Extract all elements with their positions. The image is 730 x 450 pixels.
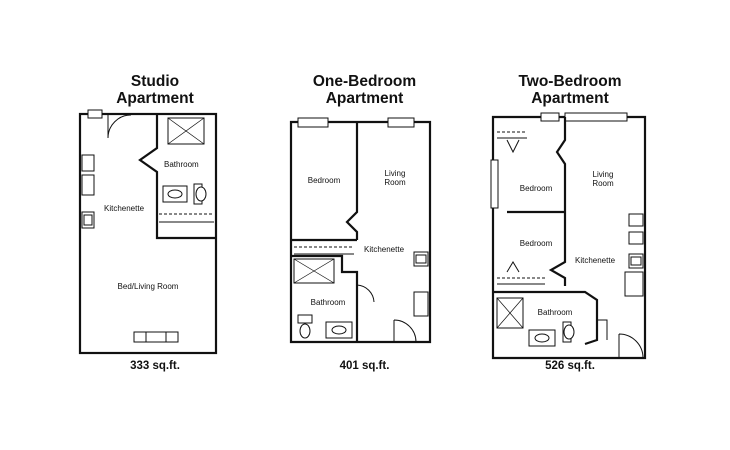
one-bedroom-title-line1: One-Bedroom (312, 73, 417, 90)
two-bedroom-label-bedroom-2: Bedroom (520, 239, 553, 248)
one-bedroom-label-living-1: Living (385, 169, 406, 178)
studio-label-bed-living: Bed/Living Room (118, 282, 179, 291)
studio-bathroom-wall (138, 114, 216, 240)
studio-area: 333 sq.ft. (130, 360, 180, 372)
one-bedroom-bath-door (356, 284, 375, 303)
studio-window-top (87, 109, 103, 119)
one-bedroom-outer-wall (289, 120, 432, 344)
studio-label-bathroom: Bathroom (164, 160, 199, 169)
studio-window-bottom (133, 331, 179, 343)
two-bedroom-label-bathroom: Bathroom (538, 308, 573, 317)
two-bedroom-plan: Two-Bedroom Apartment (485, 0, 655, 450)
two-bedroom-title: Two-Bedroom Apartment (485, 73, 655, 107)
two-bedroom-partition-lower (548, 212, 567, 286)
one-bedroom-label-kitchenette: Kitchenette (364, 245, 405, 254)
two-bedroom-label-living-1: Living (593, 170, 614, 179)
studio-title-line1: Studio (130, 73, 180, 90)
one-bedroom-entry-door (393, 319, 417, 343)
one-bedroom-toilet (299, 323, 311, 339)
two-bedroom-partition-upper (555, 117, 567, 212)
two-bedroom-window-1 (540, 112, 560, 122)
two-bedroom-window-3 (490, 159, 499, 209)
studio-floorplan: Bathroom Kitchenette Bed/Living Room (78, 109, 218, 355)
two-bedroom-area: 526 sq.ft. (545, 360, 595, 372)
two-bedroom-fridge (624, 271, 644, 297)
two-bedroom-label-kitchenette: Kitchenette (575, 256, 616, 265)
one-bedroom-bathroom-wall (291, 254, 359, 342)
studio-appliance-1 (81, 154, 95, 172)
two-bedroom-title-line1: Two-Bedroom (518, 73, 622, 90)
two-bedroom-entry-door (618, 333, 644, 359)
studio-entry-door (107, 114, 132, 139)
studio-appliance-2 (81, 174, 95, 196)
one-bedroom-toilet-tank (297, 314, 313, 324)
one-bedroom-label-bedroom: Bedroom (308, 176, 341, 185)
one-bedroom-sink (331, 325, 347, 335)
studio-label-kitchenette: Kitchenette (104, 204, 145, 213)
one-bedroom-window-1 (297, 117, 329, 128)
studio-toilet (195, 186, 207, 202)
one-bedroom-window-2 (387, 117, 415, 128)
two-bedroom-appliance-2 (628, 231, 644, 245)
one-bedroom-title-line2: Apartment (325, 90, 404, 107)
two-bedroom-label-bedroom-1: Bedroom (520, 184, 553, 193)
two-bedroom-window-2 (564, 112, 628, 122)
two-bedroom-bathroom-wall (493, 290, 599, 346)
two-bedroom-closet-door-1 (506, 139, 520, 154)
two-bedroom-bath-door (597, 319, 608, 340)
one-bedroom-fridge (413, 291, 429, 317)
one-bedroom-label-bathroom: Bathroom (311, 298, 346, 307)
two-bedroom-closet-door-2 (506, 261, 520, 273)
two-bedroom-label-living-2: Room (592, 179, 614, 188)
one-bedroom-label-living-2: Room (384, 178, 406, 187)
one-bedroom-plan: One-Bedroom Apartment Bedroom (282, 0, 447, 450)
studio-title: Studio Apartment (60, 73, 250, 107)
two-bedroom-sink (534, 333, 550, 343)
one-bedroom-partition (345, 122, 359, 240)
two-bedroom-title-line2: Apartment (531, 90, 609, 107)
studio-plan: Studio Apartment Bathroom Kitche (60, 0, 250, 450)
two-bedroom-toilet (563, 324, 575, 340)
studio-sink (167, 189, 183, 199)
two-bedroom-floorplan: Bedroom Bedroom Living Room Kitchenette … (490, 112, 647, 360)
studio-outer-wall (78, 112, 218, 355)
two-bedroom-appliance-1 (628, 213, 644, 227)
one-bedroom-title: One-Bedroom Apartment (282, 73, 447, 107)
studio-title-line2: Apartment (116, 90, 194, 107)
one-bedroom-area: 401 sq.ft. (339, 360, 390, 372)
one-bedroom-floorplan: Bedroom Living Room Kitchenette Bathroom (289, 117, 432, 344)
